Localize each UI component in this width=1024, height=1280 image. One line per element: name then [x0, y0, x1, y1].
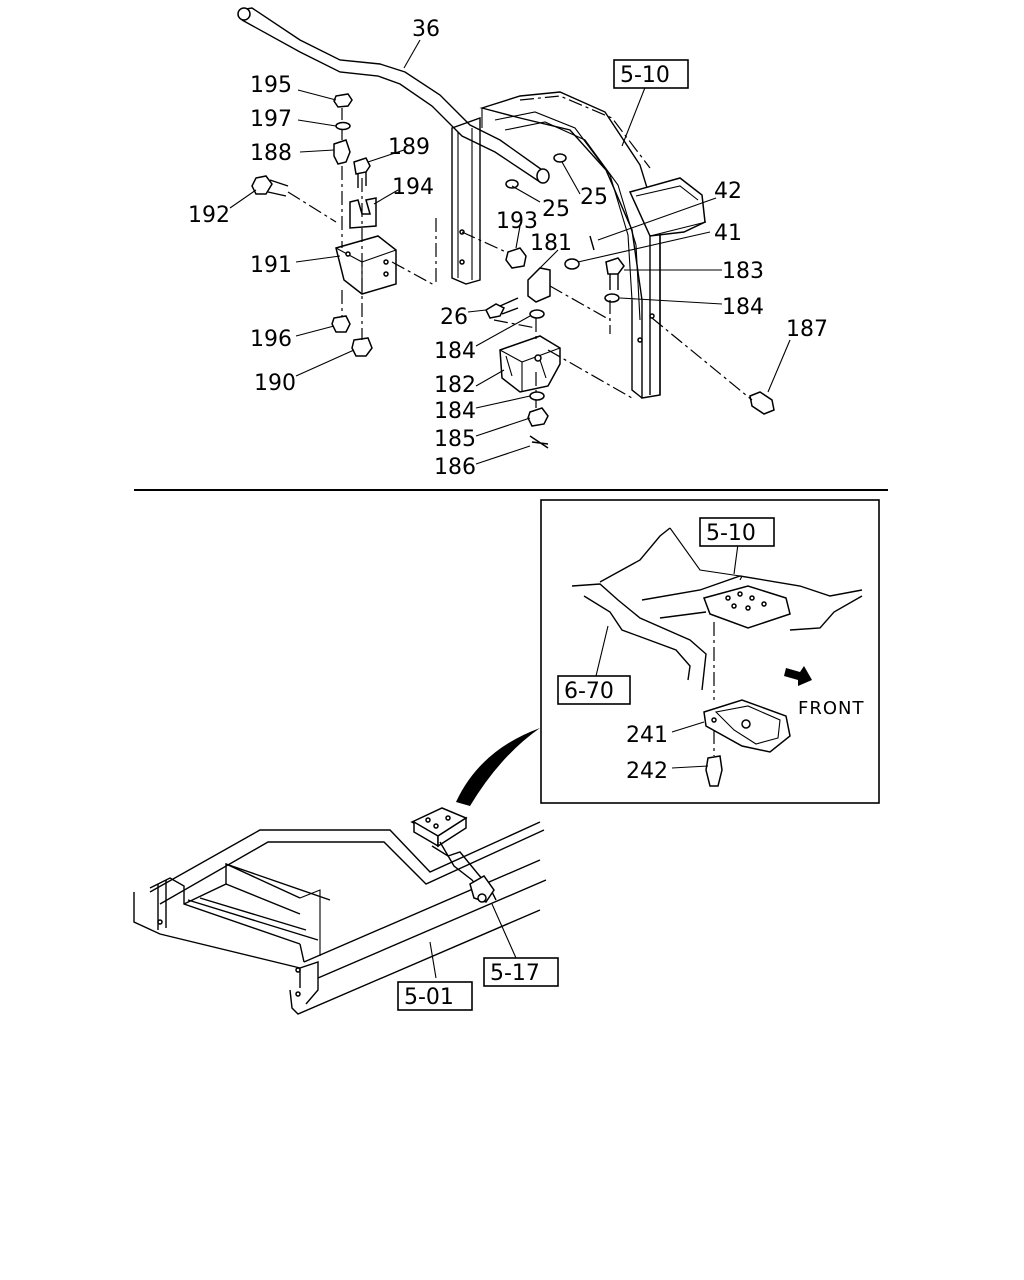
callout-184-upper: 184 — [434, 339, 476, 364]
callout-182: 182 — [434, 373, 476, 398]
front-label: FRONT — [798, 698, 865, 719]
callout-193: 193 — [496, 209, 538, 234]
callout-190: 190 — [254, 371, 296, 396]
callout-181: 181 — [530, 231, 572, 256]
ref-box-5-01: 5-01 — [397, 981, 473, 1011]
ref-box-5-17: 5-17 — [483, 957, 559, 987]
top-leader-lines — [229, 39, 791, 465]
callout-197: 197 — [250, 107, 292, 132]
ref-box-6-70: 6-70 — [557, 675, 631, 705]
inset-pointer — [456, 728, 540, 806]
callout-183: 183 — [722, 259, 764, 284]
callout-187: 187 — [786, 317, 828, 342]
callout-196: 196 — [250, 327, 292, 352]
chassis-frame: 5-17 5-01 — [133, 807, 559, 1015]
middle-bracket-assembly — [485, 153, 775, 449]
top-callouts: 36 195 197 188 189 194 192 191 196 190 1… — [188, 17, 828, 480]
inset-detail: FRONT 5-10 6-70 241 242 — [540, 499, 880, 804]
callout-185: 185 — [434, 427, 476, 452]
callout-191: 191 — [250, 253, 292, 278]
callout-184-right: 184 — [722, 295, 764, 320]
ref-5-10-inset: 5-10 — [706, 521, 756, 546]
callout-25-right: 25 — [580, 185, 608, 210]
front-arrow-icon — [784, 666, 812, 686]
callout-195: 195 — [250, 73, 292, 98]
callout-189: 189 — [388, 135, 430, 160]
callout-192: 192 — [188, 203, 230, 228]
callout-188: 188 — [250, 141, 292, 166]
callout-42: 42 — [714, 179, 742, 204]
callout-36: 36 — [412, 17, 440, 42]
callout-41: 41 — [714, 221, 742, 246]
callout-184-lower: 184 — [434, 399, 476, 424]
ref-5-10-top: 5-10 — [620, 63, 670, 88]
ref-5-01: 5-01 — [404, 985, 454, 1010]
callout-194: 194 — [392, 175, 434, 200]
callout-241: 241 — [626, 723, 668, 748]
callout-25-left: 25 — [542, 197, 570, 222]
rod-36 — [237, 7, 550, 184]
ref-5-17: 5-17 — [490, 961, 540, 986]
top-assembly: 36 195 197 188 189 194 192 191 196 190 1… — [188, 7, 828, 480]
ref-box-5-10-top: 5-10 — [613, 59, 689, 89]
ref-box-5-10-inset: 5-10 — [699, 517, 775, 547]
ref-6-70: 6-70 — [564, 679, 614, 704]
callout-26: 26 — [440, 305, 468, 330]
callout-186: 186 — [434, 455, 476, 480]
callout-242: 242 — [626, 759, 668, 784]
left-bracket-assembly — [251, 93, 507, 357]
